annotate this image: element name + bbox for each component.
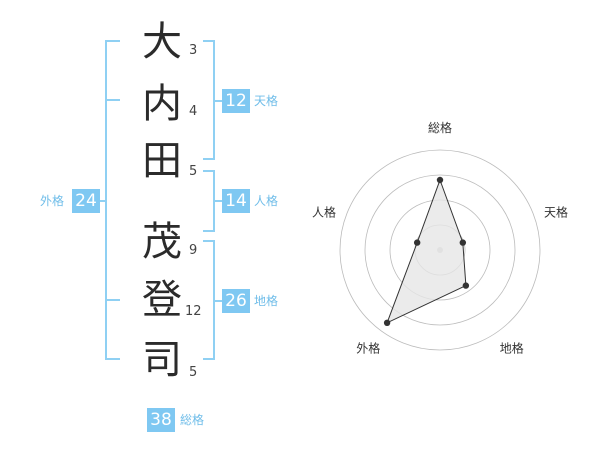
stroke-count-4: 9 xyxy=(189,243,198,258)
chikaku-badge: 26 xyxy=(222,289,250,313)
jinkaku-label: 人格 xyxy=(254,194,279,208)
radar-point-4 xyxy=(383,319,391,327)
stroke-count-3: 5 xyxy=(189,164,198,179)
jinkaku-connector xyxy=(214,200,222,202)
stroke-count-2: 4 xyxy=(189,104,198,119)
radar-series-area xyxy=(386,178,467,324)
radar-point-5 xyxy=(413,239,421,246)
radar-axis-label-3: 地格 xyxy=(500,341,524,356)
gaikaku-connector xyxy=(98,200,106,202)
name-character-1: 大 xyxy=(142,19,182,65)
name-character-2: 内 xyxy=(142,81,182,127)
name-character-3: 田 xyxy=(142,138,182,184)
name-character-5: 登 xyxy=(142,277,182,323)
gaikaku-tick-lower xyxy=(105,299,120,301)
radar-point-3 xyxy=(462,282,470,289)
name-character-6: 司 xyxy=(142,337,182,383)
chikaku-label: 地格 xyxy=(254,294,279,308)
name-character-4: 茂 xyxy=(142,219,182,265)
radar-ring-3 xyxy=(364,174,516,326)
gaikaku-bracket xyxy=(105,40,120,360)
jinkaku-badge: 14 xyxy=(222,189,250,213)
stroke-count-5: 12 xyxy=(185,304,202,319)
radar-ring-4 xyxy=(339,149,541,351)
tenkaku-badge: 12 xyxy=(222,89,250,113)
radar-axis-label-4: 外格 xyxy=(356,341,380,356)
radar-axis-label-1: 総格 xyxy=(428,120,452,135)
radar-axis-label-2: 天格 xyxy=(544,204,568,219)
radar-axis-label-5: 人格 xyxy=(312,204,336,219)
radar-points xyxy=(383,176,470,327)
radar-point-1 xyxy=(436,176,444,184)
tenkaku-connector xyxy=(214,100,222,102)
stroke-count-1: 3 xyxy=(189,43,198,58)
chikaku-connector xyxy=(214,300,222,302)
soukaku-label: 総格 xyxy=(180,413,205,427)
stroke-count-6: 5 xyxy=(189,365,198,380)
soukaku-badge: 38 xyxy=(147,408,175,432)
gaikaku-label: 外格 xyxy=(40,194,65,208)
gaikaku-badge: 24 xyxy=(72,189,100,213)
radar-point-2 xyxy=(459,239,467,246)
tenkaku-label: 天格 xyxy=(254,94,279,108)
gaikaku-tick-upper xyxy=(105,99,120,101)
